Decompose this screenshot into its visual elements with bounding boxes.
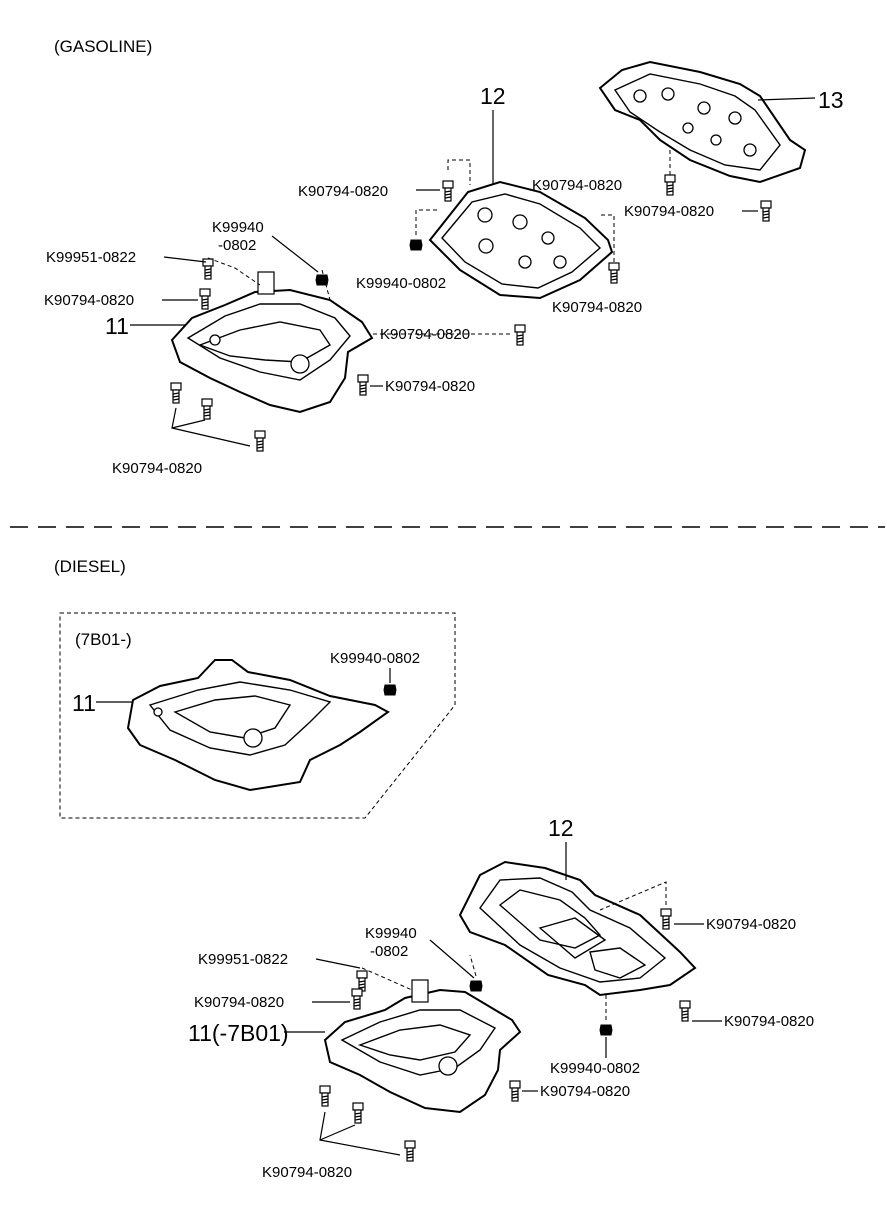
part-11-label: 11(-7B01)	[188, 1020, 289, 1046]
bolt-icon	[442, 180, 454, 202]
k90794-0820-label: K90794-0820	[706, 916, 796, 933]
leader-line	[315, 958, 361, 969]
leader-line	[163, 256, 207, 263]
leader-line	[429, 939, 475, 979]
leader-line	[319, 1111, 401, 1156]
k99940-0802-label: K99940-0802	[356, 275, 446, 292]
part-12-label: 12	[548, 815, 574, 841]
guide-line	[361, 967, 413, 991]
k99940-0802-label: K99940-0802	[330, 650, 420, 667]
leader-part-13	[757, 97, 816, 101]
diesel-section-title: (DIESEL)	[54, 557, 126, 576]
guide-line	[599, 881, 667, 911]
bolt-icon	[352, 1102, 364, 1124]
part-11-under-cover	[170, 271, 374, 414]
nut-icon	[599, 1024, 613, 1036]
bolt-icon	[356, 970, 368, 992]
guide-line	[600, 214, 615, 262]
k90794-0820-label: K90794-0820	[262, 1164, 352, 1181]
k90794-0820-label: K90794-0820	[540, 1083, 630, 1100]
bolt-icon	[254, 430, 266, 452]
nut-icon	[469, 980, 483, 992]
bolt-icon	[404, 1140, 416, 1162]
bolt-icon	[679, 1000, 691, 1022]
k99940-0802-label: K99940-0802	[550, 1060, 640, 1077]
part-11-label: 11	[105, 313, 129, 339]
bolt-icon	[357, 374, 369, 396]
nut-icon	[409, 239, 423, 251]
bolt-icon	[199, 288, 211, 310]
bolt-icon	[201, 398, 213, 420]
k90794-0820-label: K90794-0820	[532, 177, 622, 194]
k90794-0820-label: K90794-0820	[44, 292, 134, 309]
k90794-0820-label: K90794-0820	[552, 299, 642, 316]
guide-line	[415, 209, 440, 235]
leader-line	[271, 235, 319, 273]
part-11-under-cover	[323, 979, 522, 1114]
part-12-label: 12	[480, 83, 506, 109]
guide-line	[207, 257, 261, 286]
part-13-underbody-cover	[598, 60, 807, 184]
inset-part-11-under-cover	[126, 659, 390, 792]
nut-icon	[315, 274, 329, 286]
k90794-0820-label: K90794-0820	[298, 183, 388, 200]
bolt-icon	[660, 908, 672, 930]
k90794-0820-label: K90794-0820	[112, 460, 202, 477]
guide-line	[469, 954, 477, 977]
inset-title: (7B01-)	[75, 630, 132, 649]
k90794-0820-label: K90794-0820	[624, 203, 714, 220]
bolt-icon	[608, 262, 620, 284]
k99940-0802-label-line1: K99940	[212, 219, 264, 236]
bolt-icon	[514, 324, 526, 346]
k90794-0820-label: K90794-0820	[380, 326, 470, 343]
bolt-icon	[509, 1080, 521, 1102]
gasoline-section-title: (GASOLINE)	[54, 37, 152, 56]
k99940-0802-label-line1: K99940	[365, 925, 417, 942]
guide-line	[321, 269, 331, 301]
bolt-icon	[170, 382, 182, 404]
part-13-label: 13	[818, 87, 844, 113]
part-12-engine-cover	[428, 180, 614, 300]
guide-line	[447, 159, 471, 185]
k99940-0802-label-line2: -0802	[218, 237, 256, 254]
bolt-icon	[319, 1085, 331, 1107]
bolt-icon	[760, 200, 772, 222]
leader-line	[171, 407, 251, 447]
inset-part-11-label: 11	[72, 690, 96, 716]
bolt-icon	[351, 988, 363, 1010]
inset-box	[59, 612, 456, 819]
nut-icon	[383, 684, 397, 696]
k90794-0820-label: K90794-0820	[194, 994, 284, 1011]
k90794-0820-label: K90794-0820	[385, 378, 475, 395]
part-12-engine-cover	[458, 860, 697, 997]
bolt-icon	[664, 174, 676, 196]
k99951-0822-label: K99951-0822	[198, 951, 288, 968]
k90794-0820-label: K90794-0820	[724, 1013, 814, 1030]
k99951-0822-label: K99951-0822	[46, 249, 136, 266]
k99940-0802-label-line2: -0802	[370, 943, 408, 960]
